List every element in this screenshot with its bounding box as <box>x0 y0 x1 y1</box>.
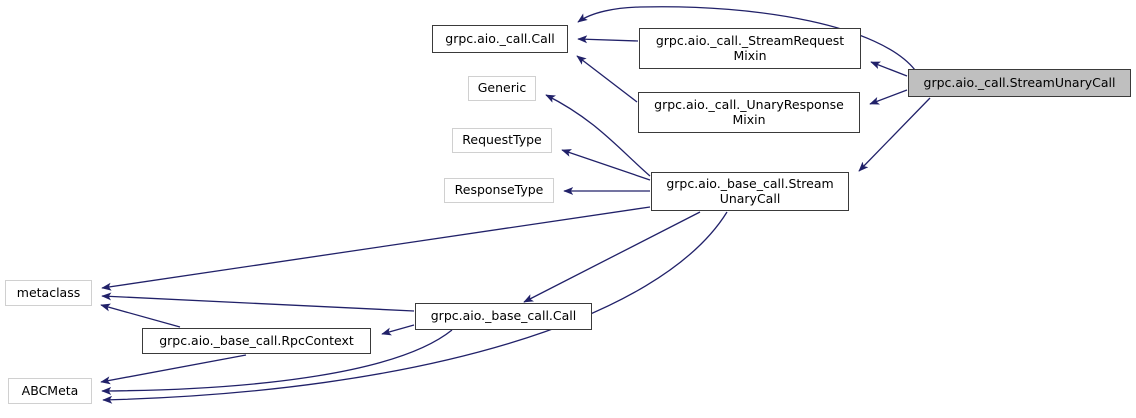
node-metaclass[interactable]: metaclass <box>5 280 92 306</box>
edge-basestreamunarycall-to-requesttype <box>561 149 651 181</box>
node-label: grpc.aio._call._UnaryResponse Mixin <box>654 96 844 127</box>
node-grpc-aio-call-unaryresponsemixin[interactable]: grpc.aio._call._UnaryResponse Mixin <box>638 92 860 133</box>
node-label: ResponseType <box>454 182 544 198</box>
edge-rpccontext-to-metaclass <box>100 303 181 328</box>
node-label: grpc.aio._base_call.Call <box>430 308 577 324</box>
node-label: grpc.aio._call._StreamRequest Mixin <box>655 32 845 63</box>
edge-streamunarycall-to-unaryresponsemixin <box>869 89 908 105</box>
edge-basestreamunarycall-to-abcmeta <box>102 211 728 404</box>
node-grpc-aio-call-call[interactable]: grpc.aio._call.Call <box>432 25 568 53</box>
node-responsetype[interactable]: ResponseType <box>444 178 554 203</box>
node-label: Generic <box>477 80 527 96</box>
edge-basecall-to-metaclass <box>101 292 415 312</box>
node-label: grpc.aio._base_call.Stream UnaryCall <box>666 175 834 206</box>
edge-streamrequestmixin-to-call <box>577 35 639 44</box>
node-label: grpc.aio._call.Call <box>445 30 555 46</box>
node-grpc-aio-base-call-call[interactable]: grpc.aio._base_call.Call <box>415 303 592 330</box>
edge-basecall-to-rpccontext <box>381 324 415 336</box>
edge-streamunarycall-to-call <box>577 6 916 71</box>
edge-basestreamunarycall-to-metaclass <box>101 206 651 291</box>
node-grpc-aio-call-streamunarycall[interactable]: grpc.aio._call.StreamUnaryCall <box>908 69 1131 97</box>
node-generic[interactable]: Generic <box>468 76 536 101</box>
node-grpc-aio-base-call-streamunarycall[interactable]: grpc.aio._base_call.Stream UnaryCall <box>651 172 849 211</box>
node-label: metaclass <box>16 284 81 300</box>
edge-basestreamunarycall-to-generic <box>545 94 651 177</box>
node-grpc-aio-call-streamrequestmixin[interactable]: grpc.aio._call._StreamRequest Mixin <box>639 28 861 69</box>
edge-streamunarycall-to-basestreamunarycall <box>858 97 931 172</box>
edge-basecall-to-abcmeta <box>101 329 453 395</box>
node-requesttype[interactable]: RequestType <box>452 128 552 153</box>
node-abcmeta[interactable]: ABCMeta <box>8 378 92 404</box>
edge-unaryresponsemixin-to-call <box>576 55 638 103</box>
edge-rpccontext-to-abcmeta <box>100 354 247 385</box>
node-label: RequestType <box>462 132 542 148</box>
node-grpc-aio-base-call-rpccontext[interactable]: grpc.aio._base_call.RpcContext <box>142 328 371 354</box>
edge-basestreamunarycall-to-basecall <box>523 211 701 303</box>
node-label: grpc.aio._call.StreamUnaryCall <box>923 74 1116 90</box>
node-label: ABCMeta <box>21 382 79 398</box>
node-label: grpc.aio._base_call.RpcContext <box>159 332 354 348</box>
edge-streamunarycall-to-streamrequestmixin <box>870 61 908 77</box>
